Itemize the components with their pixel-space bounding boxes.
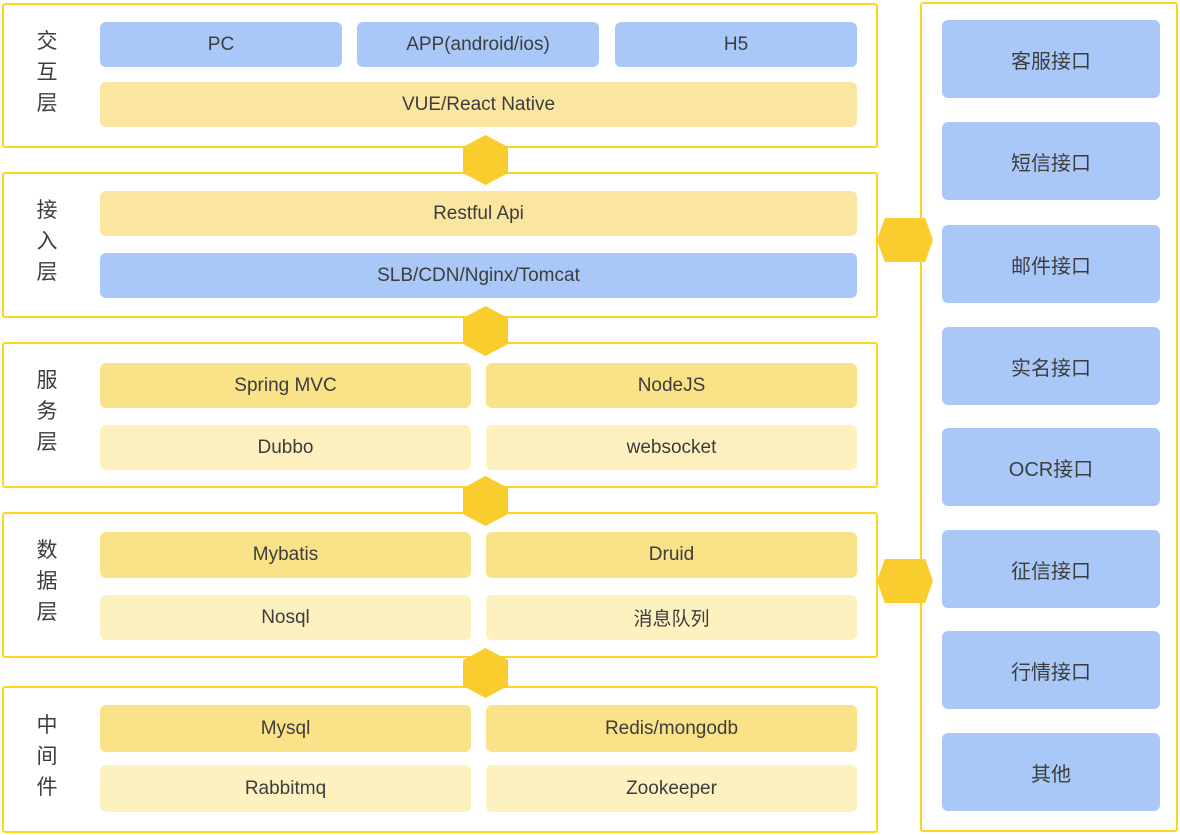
node-pc: PC (100, 22, 342, 67)
node-app: APP(android/ios) (357, 22, 599, 67)
interface-email: 邮件接口 (942, 225, 1160, 303)
node-druid: Druid (486, 532, 857, 578)
connector-down-icon-4 (463, 648, 508, 698)
connector-down-icon-2 (463, 306, 508, 356)
interface-ocr: OCR接口 (942, 428, 1160, 506)
node-mybatis: Mybatis (100, 532, 471, 578)
connector-right-icon-2 (877, 559, 933, 603)
layer-data-label: 数据层 (34, 538, 57, 632)
interface-market-quotes: 行情接口 (942, 631, 1160, 709)
interface-real-name: 实名接口 (942, 327, 1160, 405)
node-redis-mongodb: Redis/mongodb (486, 705, 857, 752)
layer-middleware-label: 中间件 (34, 713, 57, 806)
interface-sms: 短信接口 (942, 122, 1160, 200)
interface-other: 其他 (942, 733, 1160, 811)
node-restful-api: Restful Api (100, 191, 857, 236)
interface-credit: 征信接口 (942, 530, 1160, 608)
layer-access-label: 接入层 (34, 198, 57, 292)
connector-down-icon-1 (463, 135, 508, 185)
node-rabbitmq: Rabbitmq (100, 765, 471, 812)
layer-interaction-label: 交互层 (34, 29, 57, 122)
connector-down-icon-3 (463, 476, 508, 526)
node-nosql: Nosql (100, 595, 471, 640)
node-h5: H5 (615, 22, 857, 67)
node-websocket: websocket (486, 425, 857, 470)
node-zookeeper: Zookeeper (486, 765, 857, 812)
node-nodejs: NodeJS (486, 363, 857, 408)
node-slb-cdn-nginx-tomcat: SLB/CDN/Nginx/Tomcat (100, 253, 857, 298)
node-dubbo: Dubbo (100, 425, 471, 470)
node-vue-react-native: VUE/React Native (100, 82, 857, 127)
interface-customer-service: 客服接口 (942, 20, 1160, 98)
node-spring-mvc: Spring MVC (100, 363, 471, 408)
node-message-queue: 消息队列 (486, 595, 857, 640)
connector-right-icon-1 (877, 218, 933, 262)
node-mysql: Mysql (100, 705, 471, 752)
layer-service-label: 服务层 (34, 368, 57, 462)
